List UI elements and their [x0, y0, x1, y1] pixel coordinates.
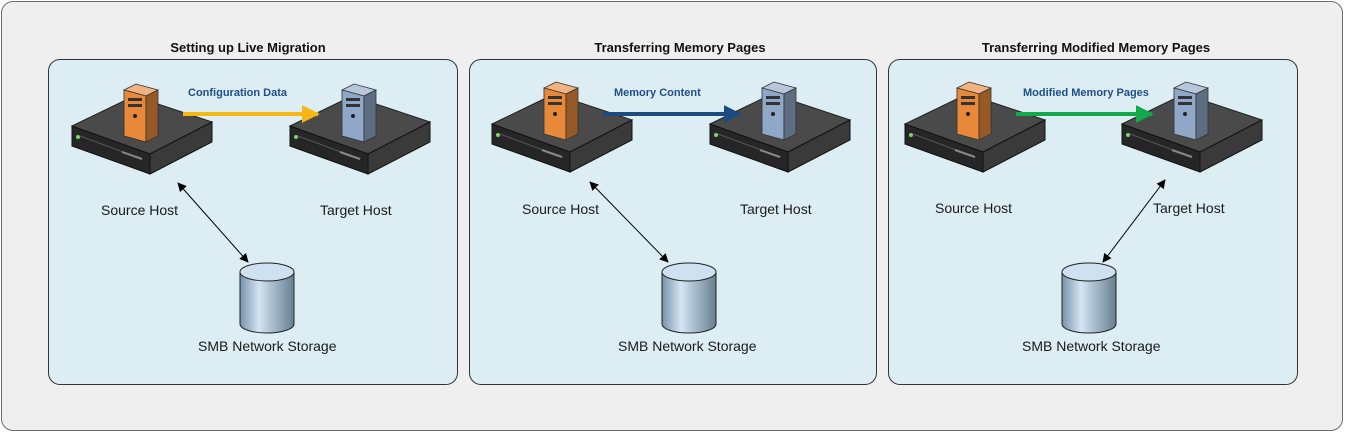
storage-cylinder-icon [1061, 262, 1117, 334]
panel-title-setup: Setting up Live Migration [170, 40, 326, 55]
storage-label: SMB Network Storage [198, 338, 337, 354]
panel-title-modified: Transferring Modified Memory Pages [981, 40, 1211, 55]
source-host-server-icon [490, 81, 634, 173]
storage-link-arrow [589, 181, 669, 263]
storage-label: SMB Network Storage [618, 338, 757, 354]
source-host-server-icon [903, 81, 1047, 173]
target-host-server-icon [708, 81, 852, 173]
source-host-server-icon-tower [122, 83, 160, 143]
storage-label: SMB Network Storage [1022, 338, 1161, 354]
source-host-label: Source Host [522, 201, 600, 217]
source-host-label: Source Host [101, 202, 179, 218]
flow-label-config: Configuration Data [188, 87, 287, 99]
storage-link-arrow [1102, 179, 1166, 263]
target-host-label: Target Host [1153, 200, 1225, 216]
storage-link-arrow [177, 182, 249, 263]
target-host-server-icon-tower [760, 81, 798, 141]
source-host-server-icon-tower [542, 81, 580, 141]
source-host-server-icon [70, 83, 214, 175]
storage-cylinder-icon [661, 262, 717, 334]
target-host-label: Target Host [320, 202, 392, 218]
storage-cylinder-icon [239, 262, 295, 334]
flow-label-memory: Memory Content [614, 87, 701, 99]
target-host-server-icon-tower [1172, 81, 1210, 141]
panel-title-memory: Transferring Memory Pages [594, 40, 766, 55]
target-host-label: Target Host [740, 201, 812, 217]
source-host-label: Source Host [935, 200, 1013, 216]
flow-label-modified: Modified Memory Pages [1023, 87, 1149, 99]
target-host-server-icon-tower [340, 83, 378, 143]
target-host-server-icon [1120, 81, 1264, 173]
target-host-server-icon [288, 83, 432, 175]
source-host-server-icon-tower [955, 81, 993, 141]
